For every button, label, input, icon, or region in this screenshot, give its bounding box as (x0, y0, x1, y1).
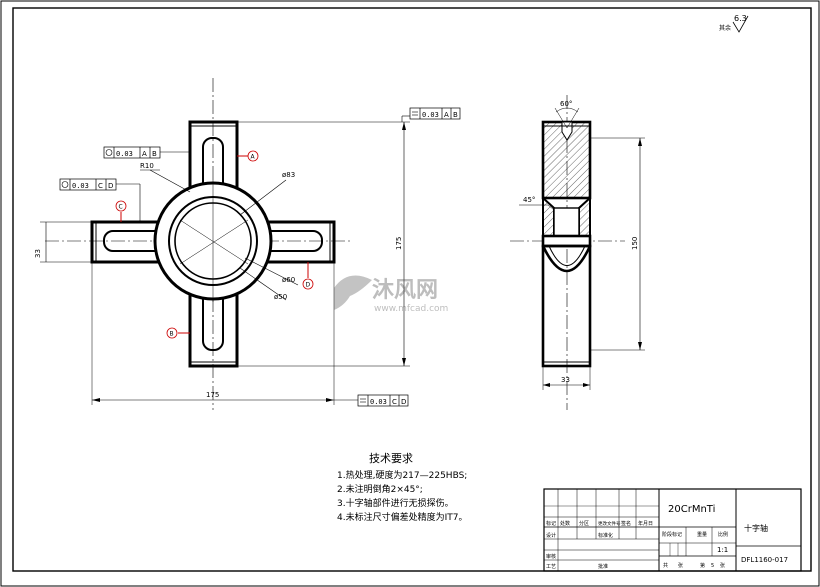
tb-drawing-no: DFL1160-017 (741, 556, 788, 564)
tol-top-right-value: 0.03 (422, 111, 439, 119)
tb-label-stage: 阶段标记 (662, 531, 682, 538)
tolerance-frame-bottom: 0.03 C D (334, 394, 409, 407)
tb-label-approve: 批准 (598, 563, 608, 570)
tol-left-upper-ref-2: B (152, 150, 157, 158)
tolerance-frame-left-upper: 0.03 A B (103, 146, 190, 159)
tb-label-review: 审核 (546, 553, 556, 560)
tol-left-lower-ref-2: D (108, 182, 113, 190)
roughness-value: 6.3 (734, 14, 747, 23)
section-lower (541, 244, 592, 368)
tech-item-3: 3.十字轴部件进行无损探伤。 (337, 497, 454, 509)
dim-d60: ø60 (282, 276, 295, 284)
dim-angle45: 45° (523, 196, 535, 204)
tb-sheets-label: 张 (678, 562, 683, 569)
tol-left-upper-value: 0.03 (116, 150, 133, 158)
tb-label-count: 处数 (560, 520, 570, 527)
dim-d83: ø83 (282, 171, 295, 179)
inner-border (12, 7, 812, 572)
tol-left-lower-value: 0.03 (72, 182, 89, 190)
tb-label-zone: 分区 (579, 520, 589, 527)
tb-sheet-no-label: 第 (700, 562, 705, 569)
tb-sheet-current: 5 (711, 563, 714, 569)
tb-label-ratio: 比例 (718, 531, 728, 538)
tb-label-std: 标准化 (598, 532, 613, 539)
tb-label-mark: 标记 (546, 520, 556, 527)
dim-angle60: 60° (560, 100, 572, 108)
tech-item-2: 2.未注明倒角2×45°; (337, 483, 423, 495)
side-view: 60° 45° 150 33 (510, 95, 645, 410)
tb-label-date: 年月日 (638, 520, 653, 527)
tol-bottom-ref-1: C (392, 398, 397, 406)
tolerance-frame-top-right: 0.03 A B (401, 107, 461, 122)
datum-d: D (306, 282, 311, 289)
dim-w33: 33 (34, 249, 42, 258)
tol-top-right-ref-2: B (453, 111, 458, 119)
dim-w175: 175 (206, 391, 219, 399)
tb-label-design: 设计 (546, 532, 556, 539)
title-block: 标记 处数 分区 更改文件号 签名 年月日 设计 标准化 审核 工艺 批准 阶段… (543, 488, 802, 572)
watermark-url: www.mfcad.com (374, 304, 448, 314)
watermark-brand: 沐风网 (372, 278, 438, 303)
tb-label-sign: 签名 (621, 520, 631, 527)
tech-item-1: 1.热处理,硬度为217—225HBS; (337, 469, 467, 481)
tech-title: 技术要求 (369, 452, 413, 465)
tech-item-4: 4.未标注尺寸偏差处精度为IT7。 (337, 511, 467, 523)
tb-sheet-unit-label: 张 (720, 562, 725, 569)
datum-a: A (251, 154, 256, 161)
roughness-symbol: 其余 6.3 (719, 14, 749, 33)
datum-c: C (119, 204, 123, 211)
tb-label-doc: 更改文件号 (598, 520, 621, 527)
tolerance-frame-left-lower: 0.03 C D (59, 178, 141, 222)
front-view: R10 ø83 ø60 ø50 175 175 33 A B (34, 78, 461, 410)
dim-d50: ø50 (274, 293, 287, 301)
watermark: 沐风网 www.mfcad.com (334, 275, 448, 314)
roughness-prefix: 其余 (719, 24, 731, 32)
tb-label-craft: 工艺 (546, 564, 556, 570)
watermark-logo-icon (334, 275, 372, 310)
dim-w33-side: 33 (561, 376, 570, 384)
datum-b: B (170, 331, 174, 338)
dim-h150: 150 (631, 237, 639, 250)
tol-left-upper-ref-1: A (142, 150, 147, 158)
tol-bottom-value: 0.03 (370, 398, 387, 406)
tb-part-name: 十字轴 (744, 523, 768, 533)
tb-label-weight: 重量 (697, 531, 707, 538)
tb-material: 20CrMnTi (668, 504, 715, 515)
tol-left-lower-ref-1: C (98, 182, 103, 190)
tech-requirements: 技术要求 1.热处理,硬度为217—225HBS; 2.未注明倒角2×45°; … (337, 452, 467, 523)
tol-top-right-ref-1: A (444, 111, 449, 119)
tb-scale: 1:1 (717, 546, 728, 554)
dim-h175: 175 (395, 237, 403, 250)
tol-bottom-ref-2: D (401, 398, 406, 406)
tb-sheets-total-label: 共 (663, 562, 668, 569)
dim-r10: R10 (140, 162, 154, 170)
